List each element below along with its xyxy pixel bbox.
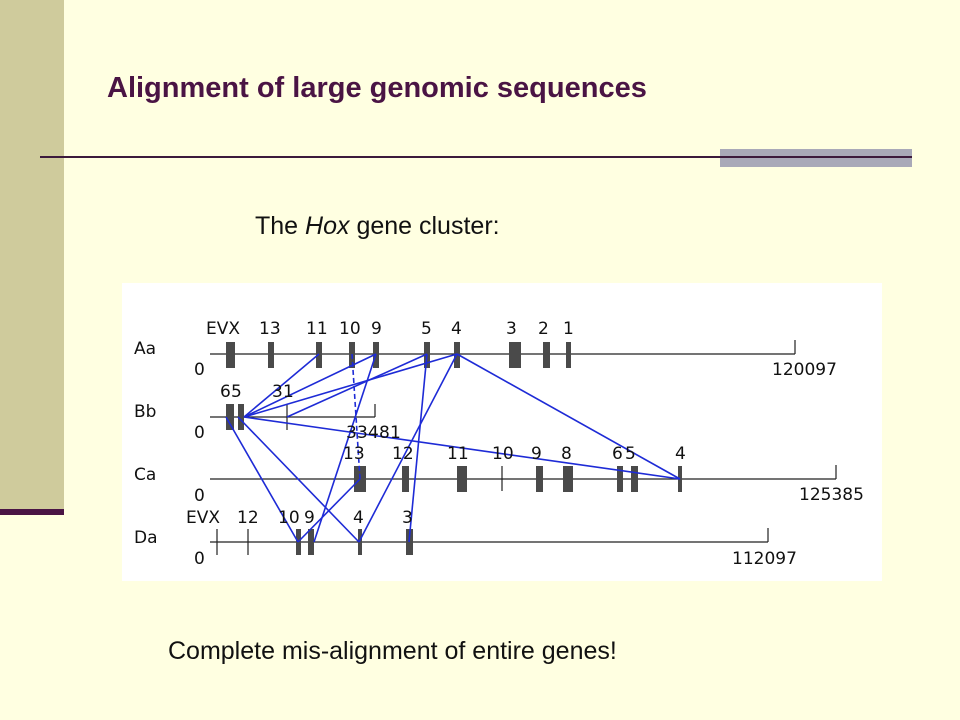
end-label-ca: 125385 <box>799 485 864 505</box>
title-rule <box>40 156 912 158</box>
gene-ca-8 <box>563 466 573 492</box>
gene-label-bb-1-second: 1 <box>390 423 401 443</box>
alignment-bb-aa4 <box>243 353 458 418</box>
gene-labels-aa: EVX 13 11 10 9 5 4 3 2 1 <box>206 319 574 339</box>
alignment-bb1-aa5 <box>286 353 428 418</box>
gene-aa-2 <box>543 342 550 368</box>
row-label-da: Da <box>134 528 158 548</box>
gene-label-da-12: 12 <box>237 508 259 528</box>
gene-label-aa-3: 3 <box>506 319 517 339</box>
gene-label-da-3: 3 <box>402 508 413 528</box>
gene-labels-da: EVX 12 10 9 4 3 <box>186 508 413 528</box>
gene-label-aa-1: 1 <box>563 319 574 339</box>
gene-ca-5 <box>631 466 638 492</box>
gene-label-ca-11: 11 <box>447 444 469 464</box>
gene-label-ca-13: 13 <box>343 444 365 464</box>
end-label-aa: 120097 <box>772 360 837 380</box>
title-rule-accent <box>720 149 912 167</box>
gene-label-bb-3-second: 3 <box>346 423 357 443</box>
end-label-da: 112097 <box>732 549 797 569</box>
sidebar-underline <box>0 509 64 515</box>
gene-label-ca-12: 12 <box>392 444 414 464</box>
gene-label-ca-9: 9 <box>531 444 542 464</box>
gene-label-bb-1: 1 <box>283 382 294 402</box>
alignment-ca13-da10 <box>297 478 361 543</box>
gene-da-9 <box>308 529 314 555</box>
gene-label-aa-10: 10 <box>339 319 361 339</box>
slide-subtitle: The Hox gene cluster: <box>255 212 500 241</box>
gene-label-aa-11: 11 <box>306 319 328 339</box>
gene-ca-6 <box>617 466 623 492</box>
alignment-bb-da10 <box>225 416 299 543</box>
start-label-aa: 0 <box>194 360 205 380</box>
alignment-aa4-da4 <box>358 353 458 543</box>
slide-title: Alignment of large genomic sequences <box>107 72 647 104</box>
alignment-bb-aa11 <box>243 353 320 418</box>
gene-da-4 <box>358 529 362 555</box>
gene-labels-bb: 6 5 3 1 3 3 4 8 1 <box>220 382 401 443</box>
gene-label-da-evx: EVX <box>186 508 220 528</box>
gene-label-ca-5: 5 <box>625 444 636 464</box>
row-label-bb: Bb <box>134 402 156 422</box>
gene-ca-12 <box>402 466 409 492</box>
gene-label-ca-4: 4 <box>675 444 686 464</box>
gene-label-aa-2: 2 <box>538 319 549 339</box>
gene-label-aa-9: 9 <box>371 319 382 339</box>
row-label-ca: Ca <box>134 465 156 485</box>
gene-label-bb-3-third: 3 <box>357 423 368 443</box>
alignment-bb-ca4 <box>243 416 681 480</box>
gene-label-bb-5: 5 <box>231 382 242 402</box>
hox-cluster-svg: Aa Bb Ca Da 0 0 0 0 120097 125385 112097 <box>134 319 864 569</box>
gene-label-aa-4: 4 <box>451 319 462 339</box>
gene-label-bb-8: 8 <box>379 423 390 443</box>
alignment-aa4-ca4 <box>456 353 681 480</box>
gene-label-da-9: 9 <box>304 508 315 528</box>
start-label-bb: 0 <box>194 423 205 443</box>
subtitle-hox: Hox <box>305 212 350 240</box>
gene-ca-9 <box>536 466 543 492</box>
alignment-aa10-ca13-dashed <box>351 353 361 480</box>
gene-aa-3 <box>509 342 521 368</box>
alignment-aa9-da9 <box>313 353 377 543</box>
slide-caption: Complete mis-alignment of entire genes! <box>168 637 617 665</box>
start-label-ca: 0 <box>194 486 205 506</box>
gene-aa-13 <box>268 342 274 368</box>
gene-label-bb-4: 4 <box>368 423 379 443</box>
gene-aa-evx <box>226 342 235 368</box>
alignment-lines <box>225 353 681 543</box>
subtitle-text-pre: The <box>255 212 306 240</box>
gene-ca-11 <box>457 466 467 492</box>
gene-label-aa-13: 13 <box>259 319 281 339</box>
gene-label-aa-5: 5 <box>421 319 432 339</box>
gene-label-da-4: 4 <box>353 508 364 528</box>
row-label-aa: Aa <box>134 339 156 359</box>
start-label-da: 0 <box>194 549 205 569</box>
gene-aa-1 <box>566 342 571 368</box>
gene-label-ca-6: 6 <box>612 444 623 464</box>
gene-label-ca-10: 10 <box>492 444 514 464</box>
gene-label-bb-6: 6 <box>220 382 231 402</box>
alignment-bb-da4 <box>237 416 360 543</box>
gene-label-ca-8: 8 <box>561 444 572 464</box>
sidebar-decoration <box>0 0 64 512</box>
gene-bb-6 <box>226 404 234 430</box>
hox-cluster-figure: Aa Bb Ca Da 0 0 0 0 120097 125385 112097 <box>122 283 882 581</box>
gene-label-aa-evx: EVX <box>206 319 240 339</box>
subtitle-text-post: gene cluster: <box>349 212 500 240</box>
alignment-bb-aa9 <box>243 353 377 418</box>
gene-bb-5 <box>238 404 244 430</box>
cluster-axes <box>210 340 837 555</box>
alignment-aa5-da3 <box>408 353 428 543</box>
gene-label-da-10: 10 <box>278 508 300 528</box>
gene-label-bb-3: 3 <box>272 382 283 402</box>
gene-labels-ca: 13 12 11 10 9 8 6 5 4 <box>343 444 686 464</box>
